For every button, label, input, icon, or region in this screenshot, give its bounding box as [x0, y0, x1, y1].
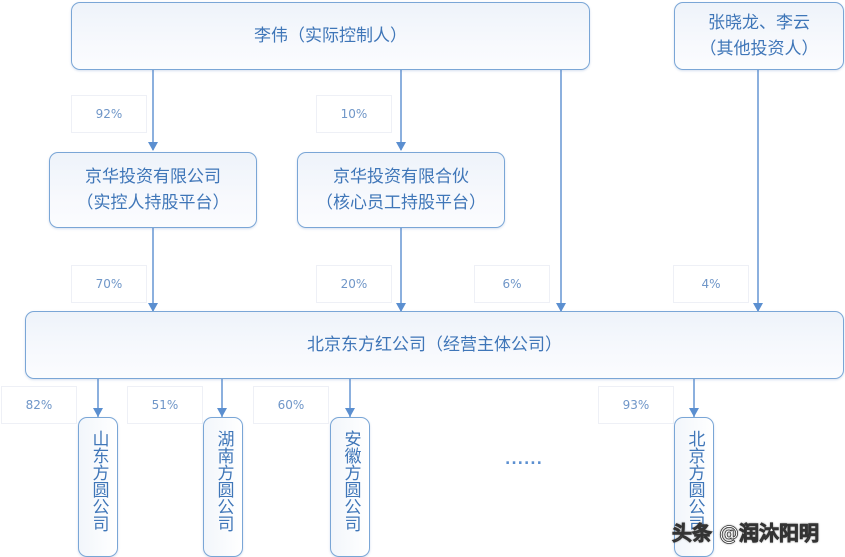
subsidiary-anhui-node[interactable]: 安徽方圆公司	[330, 417, 370, 557]
arrow-head	[148, 142, 158, 151]
operating-company-label: 北京东方红公司（经营主体公司）	[307, 332, 562, 358]
subsidiary-shandong-node[interactable]: 山东方圆公司	[78, 417, 118, 557]
subsidiary-beijing-name: 北京方圆公司	[684, 430, 705, 532]
controller-name: 李伟	[254, 26, 288, 46]
arrow-head	[396, 142, 406, 151]
other-investors-name: 张晓龙、李云	[708, 13, 810, 33]
arrow-head	[148, 303, 158, 312]
controller-label: 李伟（实际控制人）	[254, 23, 407, 49]
arrow-head	[345, 408, 355, 417]
pct-operating-shandong: 82%	[1, 386, 77, 424]
pct-operating-beijing: 93%	[598, 386, 674, 424]
arrow-head	[93, 408, 103, 417]
pct-controller-platform-company: 92%	[71, 95, 147, 133]
other-investors-role: （其他投资人）	[699, 39, 819, 59]
controller-node[interactable]: 李伟（实际控制人）	[71, 2, 590, 70]
pct-other-investors-operating: 4%	[673, 265, 749, 303]
platform-company-name: 京华投资有限公司	[85, 167, 221, 187]
other-investors-node[interactable]: 张晓龙、李云 （其他投资人）	[674, 2, 844, 70]
platform-company-role: （实控人持股平台）	[76, 193, 230, 213]
controller-role: （实际控制人）	[288, 26, 407, 46]
pct-controller-platform-partnership: 10%	[316, 95, 392, 133]
subsidiary-anhui-name: 安徽方圆公司	[340, 430, 361, 532]
more-subsidiaries-indicator: ......	[505, 452, 543, 468]
subsidiary-beijing-node[interactable]: 北京方圆公司	[674, 417, 714, 557]
arrow-head	[396, 303, 406, 312]
pct-operating-anhui: 60%	[253, 386, 329, 424]
operating-company-node[interactable]: 北京东方红公司（经营主体公司）	[25, 311, 844, 379]
subsidiary-hunan-node[interactable]: 湖南方圆公司	[203, 417, 243, 557]
arrow-head	[753, 303, 763, 312]
watermark: 头条 @润沐阳明	[672, 521, 820, 546]
pct-platform-partnership-operating: 20%	[316, 265, 392, 303]
arrow-head	[556, 303, 566, 312]
pct-platform-company-operating: 70%	[71, 265, 147, 303]
subsidiary-hunan-name: 湖南方圆公司	[213, 430, 234, 532]
arrow-head	[217, 408, 227, 417]
platform-partnership-name: 京华投资有限合伙	[333, 167, 469, 187]
operating-company-role: （经营主体公司）	[426, 335, 562, 355]
pct-operating-hunan: 51%	[127, 386, 203, 424]
operating-company-name: 北京东方红公司	[307, 335, 426, 355]
arrow-head	[689, 408, 699, 417]
platform-partnership-role: （核心员工持股平台）	[316, 193, 486, 213]
platform-company-node[interactable]: 京华投资有限公司 （实控人持股平台）	[49, 152, 257, 228]
pct-controller-operating: 6%	[474, 265, 550, 303]
subsidiary-shandong-name: 山东方圆公司	[88, 430, 109, 532]
platform-partnership-node[interactable]: 京华投资有限合伙 （核心员工持股平台）	[297, 152, 505, 228]
